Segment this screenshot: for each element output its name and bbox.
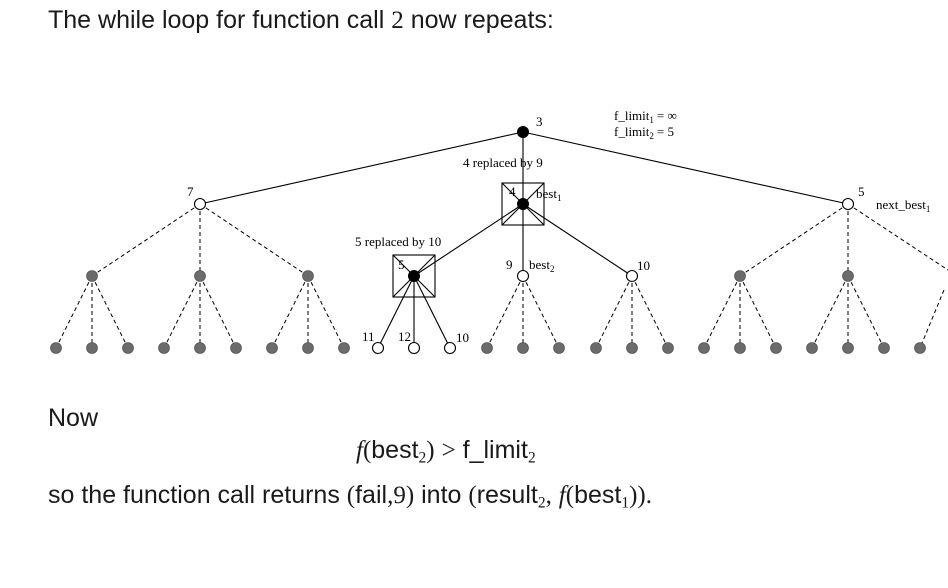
returns-fail: fail xyxy=(355,481,388,509)
ineq-best-sub: 2 xyxy=(418,449,427,467)
ineq-best: best xyxy=(371,436,419,464)
edge-root-right xyxy=(522,131,849,205)
label-best1: best1 xyxy=(536,186,561,203)
edge-mid-midchild xyxy=(413,203,524,277)
returns-close: ) xyxy=(405,482,415,509)
ineq-gt: > xyxy=(441,437,456,464)
returns-open2: ( xyxy=(468,482,477,509)
edge-midchild-11 xyxy=(377,275,415,349)
heading-text-after: now repeats: xyxy=(410,6,554,34)
ineq-flimit: f_limit xyxy=(462,436,528,464)
search-tree-diagram: 3 7 5 4 5 9 10 11 12 10 4 replaced by 9 … xyxy=(50,108,948,355)
returns-comma2: , xyxy=(545,482,552,509)
returns-best: best xyxy=(574,481,622,509)
node-mid xyxy=(517,198,529,210)
returns-text: so the function call returns xyxy=(48,481,340,509)
label-12: 12 xyxy=(398,329,411,344)
edge-mid-10 xyxy=(522,203,633,277)
label-f-limit-1: f_limit1= ∞ xyxy=(614,108,677,125)
label-leaf-10: 10 xyxy=(456,330,469,345)
unexplored-nodes xyxy=(50,270,926,354)
node-12 xyxy=(407,341,421,355)
dashed-edges xyxy=(55,203,948,349)
returns-into: into xyxy=(421,481,462,509)
label-root: 3 xyxy=(536,114,543,129)
returns-nine: 9 xyxy=(393,482,406,509)
returns-best-sub: 1 xyxy=(621,494,630,512)
label-left: 7 xyxy=(187,184,194,199)
label-11: 11 xyxy=(362,329,375,344)
returns-sentence: so the function call returns (fail,9) in… xyxy=(48,481,652,512)
returns-result-sub: 2 xyxy=(537,494,546,512)
label-mid-child: 5 xyxy=(398,257,405,272)
label-replace-top: 4 replaced by 9 xyxy=(463,155,543,170)
ineq-f: f xyxy=(356,437,363,464)
node-leaf-10 xyxy=(443,341,457,355)
ineq-flimit-sub: 2 xyxy=(527,449,536,467)
node-mid-child xyxy=(408,270,420,282)
returns-comma1: , xyxy=(387,482,394,509)
open-nodes xyxy=(193,197,855,355)
tree-edges xyxy=(199,131,849,349)
node-11 xyxy=(371,341,385,355)
node-10 xyxy=(625,269,639,283)
returns-period: . xyxy=(645,482,652,509)
ineq-open: ( xyxy=(362,437,372,464)
returns-result: result xyxy=(476,481,538,509)
returns-open3: ( xyxy=(565,482,575,509)
label-replace-mid: 5 replaced by 10 xyxy=(355,234,441,249)
label-best2: best2 xyxy=(529,257,554,274)
returns-f: f xyxy=(558,482,566,509)
node-right xyxy=(841,197,855,211)
label-mid-parent: 4 xyxy=(509,184,516,199)
label-10: 10 xyxy=(637,258,650,273)
label-f-limit-2: f_limit2= 5 xyxy=(614,124,674,141)
inequality-formula: f(best2) > f_limit2 xyxy=(356,436,536,467)
returns-open: ( xyxy=(346,482,356,509)
label-9: 9 xyxy=(506,257,513,272)
heading-text-before: The while loop for function call xyxy=(48,6,385,34)
returns-close3: )) xyxy=(629,482,646,509)
heading: The while loop for function call 2 now r… xyxy=(48,6,554,35)
edge-root-left xyxy=(199,131,524,205)
node-root xyxy=(517,126,529,138)
now-label: Now xyxy=(48,404,99,432)
node-left xyxy=(193,197,207,211)
label-right: 5 xyxy=(858,184,865,199)
expanded-nodes xyxy=(408,126,529,282)
edge-midchild-10 xyxy=(413,275,451,349)
label-next-best: next_best1 xyxy=(876,197,930,214)
node-9 xyxy=(516,269,530,283)
heading-call-number: 2 xyxy=(391,7,404,34)
ineq-close: ) xyxy=(426,437,435,464)
